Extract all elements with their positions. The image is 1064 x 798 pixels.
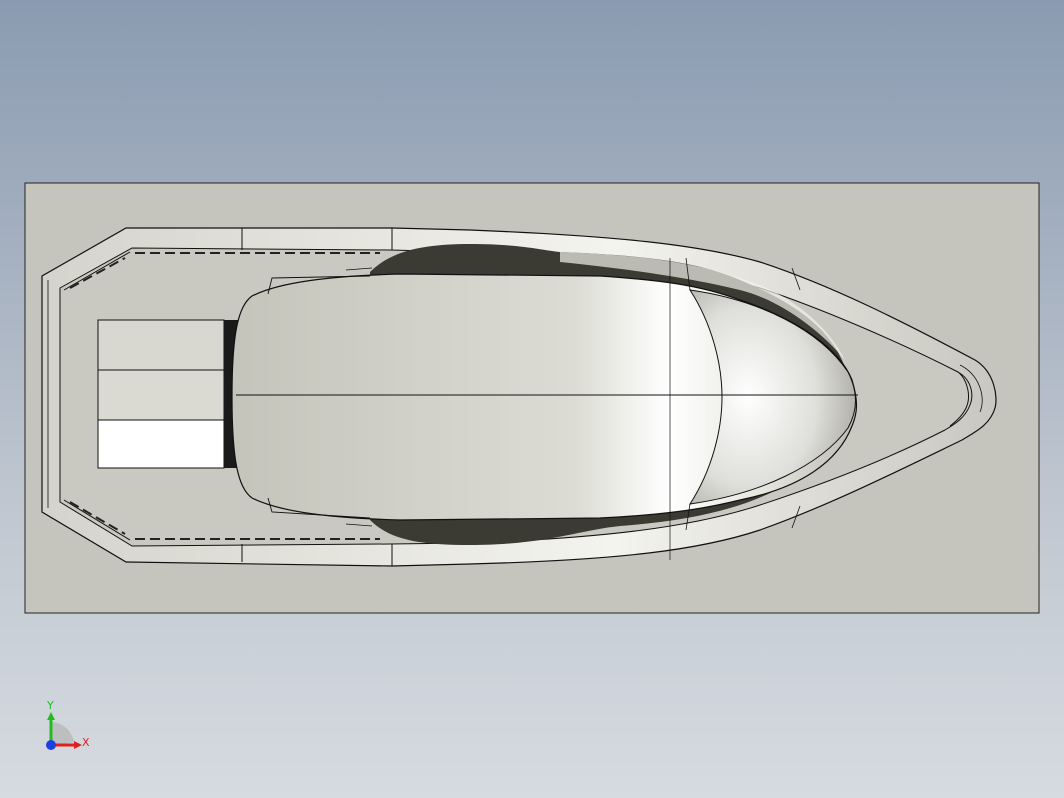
- rail-slots-bottom: [69, 501, 380, 540]
- canopy-nose: [688, 289, 856, 505]
- rail-slots-top: [69, 252, 380, 289]
- y-axis-label: Y: [47, 699, 54, 712]
- x-axis-label: X: [82, 736, 90, 749]
- bow-tip: [949, 371, 969, 427]
- coordinate-triad: [46, 712, 82, 750]
- z-axis-dot: [46, 740, 56, 750]
- canopy[interactable]: [231, 273, 858, 521]
- battery-pack[interactable]: [97, 319, 238, 469]
